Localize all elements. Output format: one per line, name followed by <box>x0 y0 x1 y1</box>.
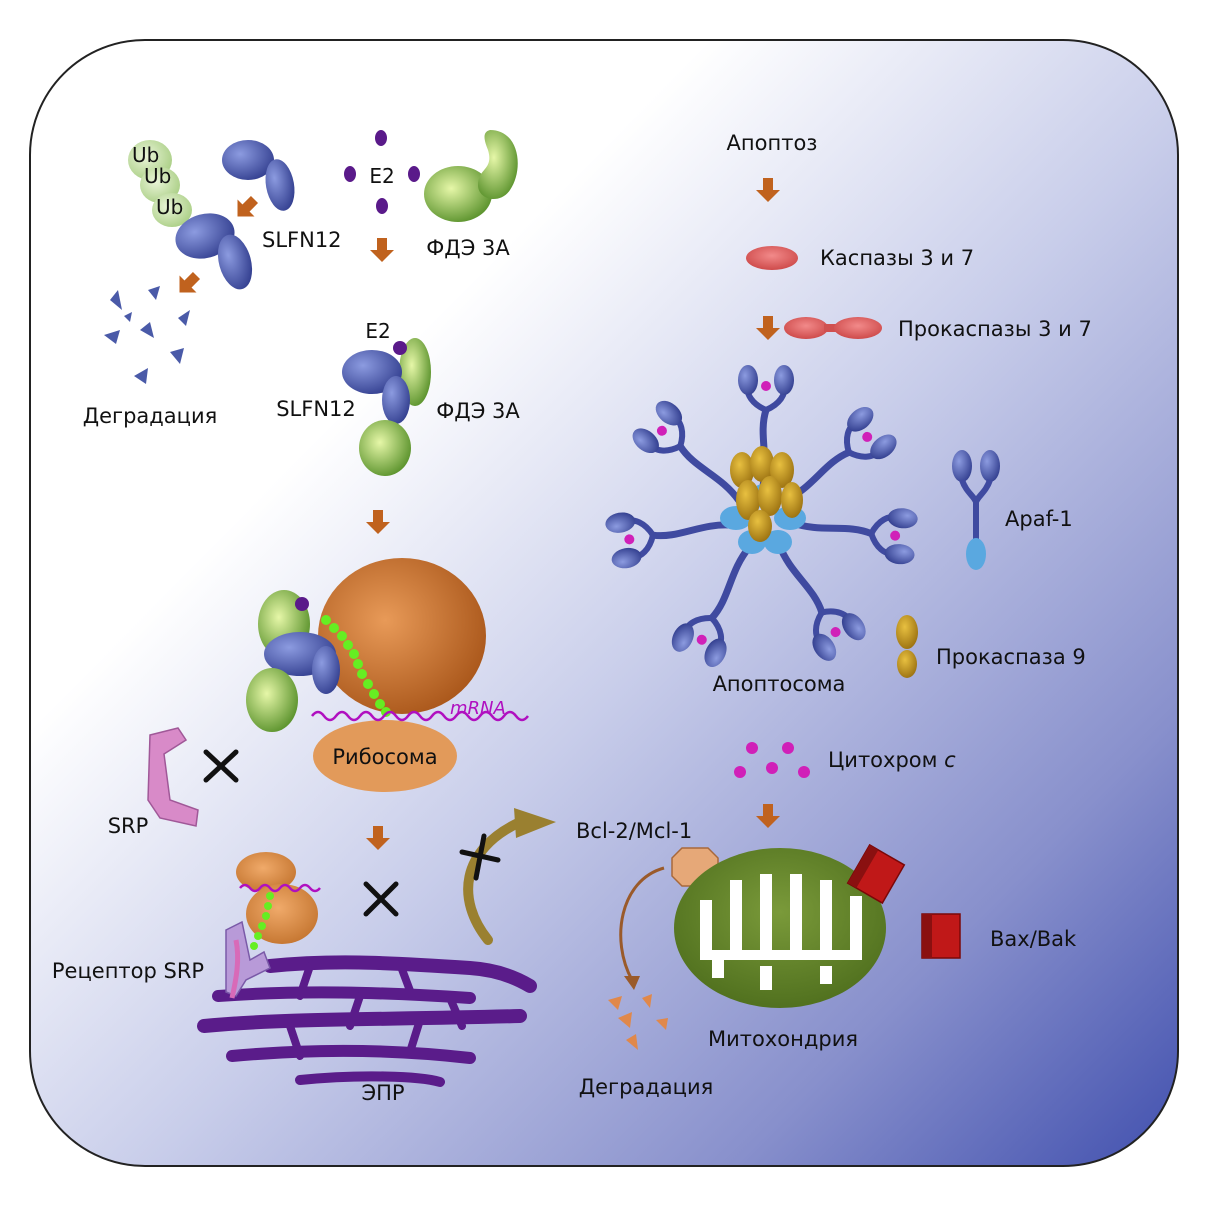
procaspases37-label: Прокаспазы 3 и 7 <box>898 317 1092 341</box>
apaf1-label: Apaf-1 <box>1005 507 1073 531</box>
procaspase9-cluster <box>730 446 803 542</box>
er-membrane <box>197 955 537 1087</box>
mrna-label: mRNA <box>450 698 506 719</box>
cytochrome-label-italic: с <box>944 748 956 772</box>
slfn12-free-top <box>222 140 295 211</box>
ub-label-1: Ub <box>132 143 159 167</box>
cytochrome-label: Цитохром с <box>828 748 956 772</box>
srp-molecule <box>147 727 199 827</box>
nascent-peptide <box>321 615 391 717</box>
slfn12-pde3a-complex <box>342 338 431 476</box>
er-block-cross <box>363 881 399 917</box>
pde3a-complex-label: ФДЭ 3А <box>436 399 520 423</box>
pde3a-top <box>424 130 518 222</box>
pde3a-top-label: ФДЭ 3А <box>426 236 510 260</box>
bcl2-label: Bcl-2/Mcl-1 <box>576 819 692 843</box>
procaspase9-molecule <box>896 615 918 678</box>
slfn12-top-label: SLFN12 <box>262 228 342 252</box>
slfn12-ubiquitinated <box>175 213 253 290</box>
bax-bak-label: Bax/Bak <box>990 927 1077 951</box>
mitochondria-label: Митохондрия <box>708 1027 858 1051</box>
srp-receptor-label: Рецептор SRP <box>52 959 204 983</box>
caspases37-label: Каспазы 3 и 7 <box>820 246 974 270</box>
background-panel <box>29 39 1179 1167</box>
bax-bak-on-mito <box>846 843 906 905</box>
ubiquitin-chain <box>128 140 192 227</box>
e2-molecules <box>344 130 420 214</box>
er-label: ЭПР <box>361 1081 404 1105</box>
procaspases37-molecule <box>784 317 882 339</box>
bax-bak-free <box>921 913 961 959</box>
er-to-bcl2-arrowhead <box>514 808 556 838</box>
cytochrome-c-molecules <box>734 742 810 778</box>
ub-label-3: Ub <box>156 195 183 219</box>
apoptosome-label: Апоптосома <box>713 672 846 696</box>
er-to-bcl2-arrow <box>463 817 525 945</box>
ub-label-2: Ub <box>144 164 171 188</box>
bcl2-block-cross <box>459 833 501 881</box>
bcl2-degradation-arrow <box>619 866 665 981</box>
ribosome-label: Рибосома <box>332 745 437 769</box>
e2-top-label: E2 <box>369 164 394 188</box>
degradation-top-label: Деградация <box>83 404 218 428</box>
apoptosis-label: Апоптоз <box>727 131 818 155</box>
caspases37-molecule <box>746 246 798 270</box>
small-mrna <box>239 883 321 893</box>
mrna-strand <box>311 710 529 722</box>
bcl2-degradation-arrowhead <box>624 976 640 990</box>
srp-block-cross <box>203 749 239 783</box>
srp-label: SRP <box>108 814 149 838</box>
small-peptide <box>250 892 274 950</box>
complex-on-ribosome <box>246 590 340 732</box>
procaspase9-label: Прокаспаза 9 <box>936 645 1086 669</box>
apaf1-molecule <box>952 450 1000 570</box>
apoptosome <box>604 365 919 671</box>
degradation-fragments-top <box>104 286 190 384</box>
srp-receptor <box>225 920 271 999</box>
slfn12-complex-label: SLFN12 <box>276 397 356 421</box>
degradation-bottom-label: Деградация <box>579 1075 714 1099</box>
e2-complex-label: E2 <box>365 319 390 343</box>
cytochrome-label-main: Цитохром <box>828 748 944 772</box>
degradation-fragments-bottom <box>608 994 668 1050</box>
mitochondria <box>674 848 886 1008</box>
